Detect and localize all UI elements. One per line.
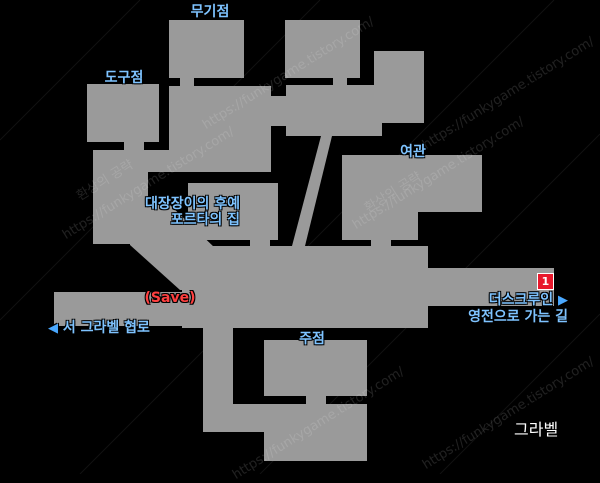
room-central-upper: [169, 86, 271, 172]
label-exit-east-line2: 영전으로 가는 길: [468, 309, 568, 325]
label-craftsman-line1: 대장장이의 후예: [144, 196, 240, 212]
label-save-point: (Save): [144, 290, 196, 306]
arrow-left-icon: ◀: [48, 321, 58, 336]
label-inn: 여관: [400, 144, 426, 160]
room-south-lower: [264, 404, 367, 461]
connector-weapon-shop: [180, 76, 194, 88]
corridor-upper: [269, 96, 289, 126]
room-item-shop: [87, 84, 159, 142]
room-craftsman: [188, 183, 278, 240]
room-upper-right: [286, 85, 382, 136]
room-inn: [342, 155, 482, 212]
rooms: [54, 20, 554, 461]
label-craftsman-line2: 포르타의 집: [170, 212, 240, 228]
map-marker-1: 1: [537, 273, 554, 290]
region-name: 그라벨: [514, 420, 559, 439]
room-tavern: [264, 340, 367, 396]
exit-west-text: 서 그라벨 협로: [62, 320, 150, 336]
corridor-west: [54, 292, 184, 326]
room-main-hall: [182, 246, 428, 328]
connector-item-shop: [124, 140, 144, 152]
label-exit-east: 더스크루인 ▶: [489, 292, 568, 309]
room-upper-right-ext: [376, 85, 424, 123]
label-weapon-shop: 무기점: [190, 4, 230, 20]
exit-east-text: 더스크루인: [488, 292, 554, 308]
room-top-right-a: [285, 20, 360, 78]
corridor-east: [426, 268, 554, 306]
arrow-right-icon: ▶: [558, 293, 568, 308]
label-item-shop: 도구점: [104, 70, 144, 86]
room-inn-lower: [342, 210, 418, 240]
label-exit-west: ◀ 서 그라벨 협로: [48, 320, 150, 337]
room-weapon-shop: [169, 20, 244, 78]
corridor-diagonal-center: [292, 136, 332, 246]
connector-tavern: [306, 394, 326, 406]
label-tavern: 주점: [299, 331, 325, 347]
